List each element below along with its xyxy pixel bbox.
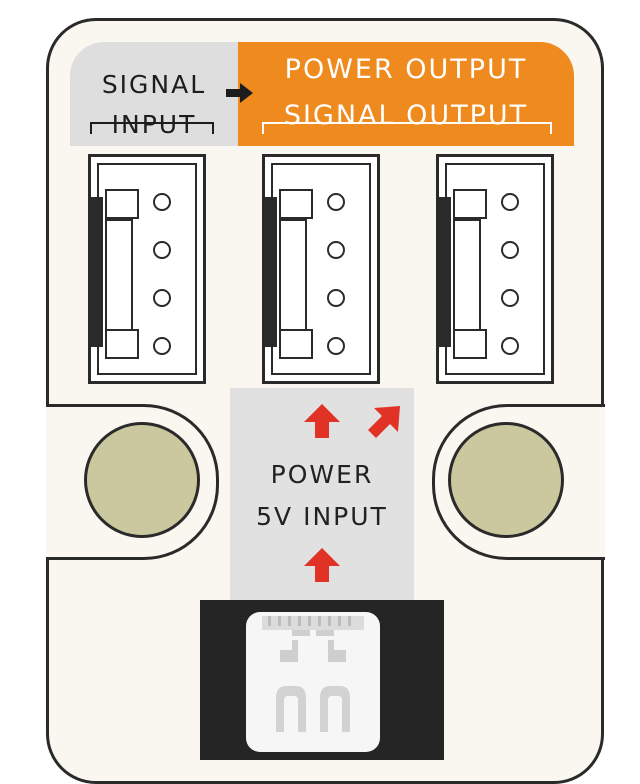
- signal-output-label: SIGNAL OUTPUT: [283, 100, 529, 131]
- arrow-diagonal-icon: [368, 406, 400, 438]
- left-mounting-hole: [84, 422, 200, 538]
- arrow-right-icon: [226, 83, 253, 103]
- output-header: [238, 42, 574, 146]
- usb-c-icon: [246, 612, 380, 752]
- five-v-input-label: 5V INPUT: [256, 502, 388, 531]
- arrow-up-icon: [304, 548, 340, 582]
- power-output-label: POWER OUTPUT: [284, 54, 528, 85]
- right-mounting-hole: [448, 422, 564, 538]
- signal-input-header: [70, 42, 238, 146]
- power-label: POWER: [270, 460, 374, 489]
- grove-connector-output-2: [436, 154, 554, 384]
- input-bracket: [90, 122, 214, 134]
- grove-connector-input: [88, 154, 206, 384]
- grove-connector-output-1: [262, 154, 380, 384]
- arrow-up-icon: [304, 404, 340, 438]
- signal-label: SIGNAL: [101, 70, 207, 99]
- input-label: INPUT: [111, 110, 197, 139]
- output-bracket: [262, 122, 552, 134]
